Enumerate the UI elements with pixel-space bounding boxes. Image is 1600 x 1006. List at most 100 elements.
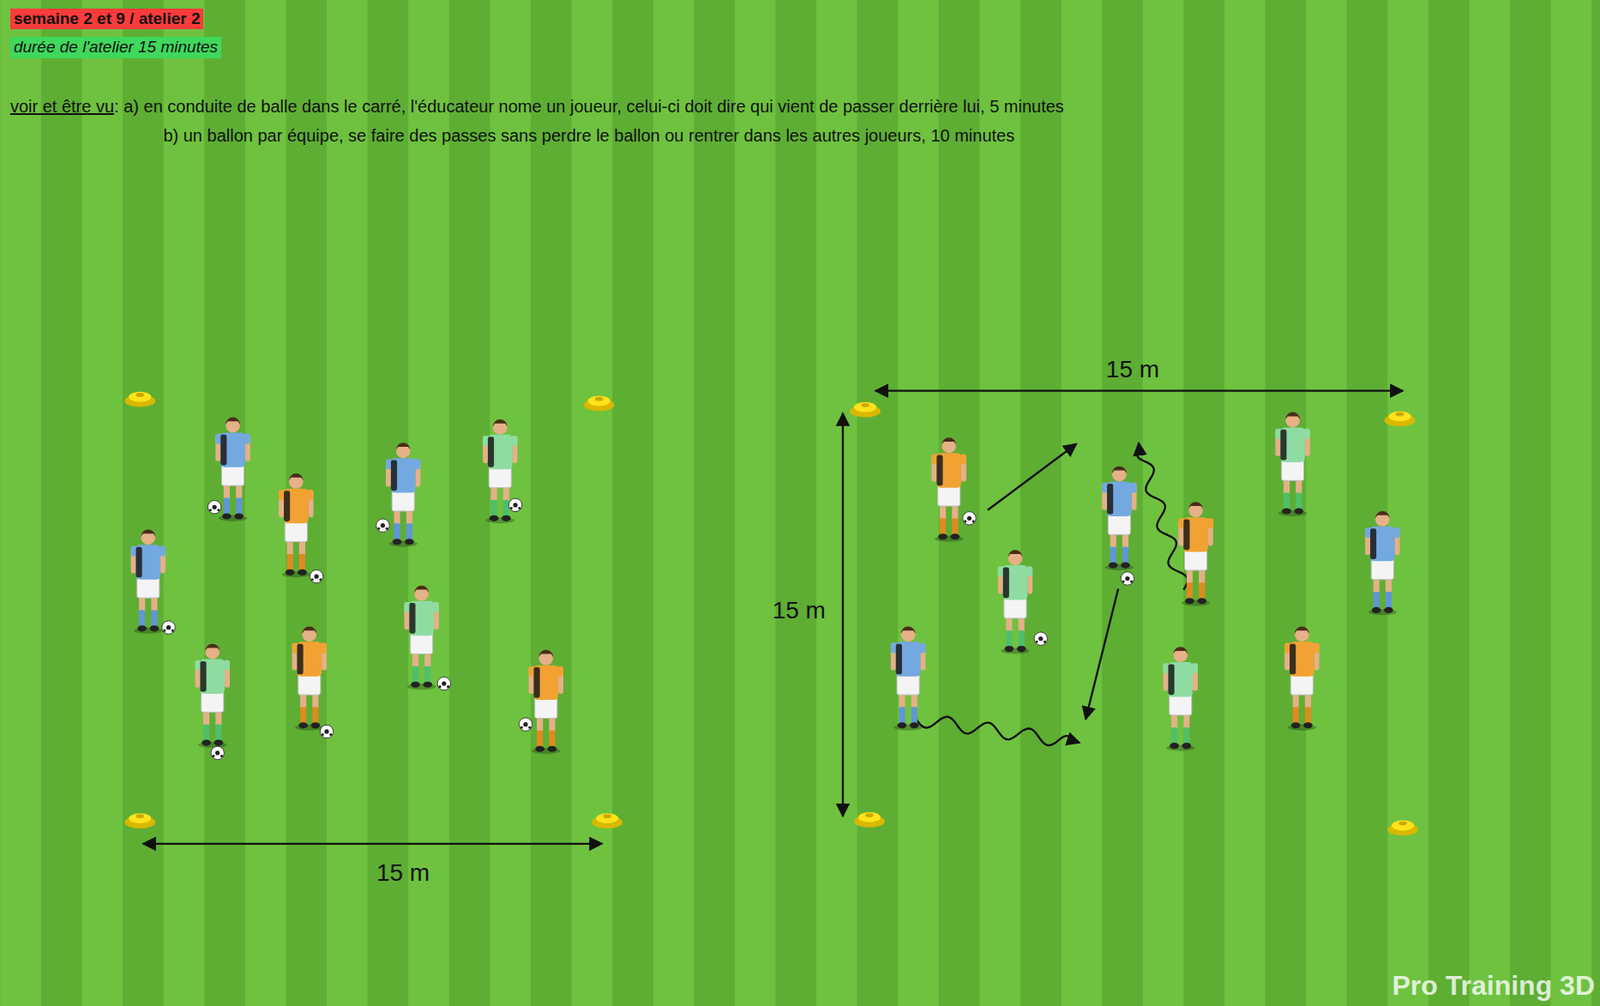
player-sock [138, 609, 145, 627]
player-sock [1385, 591, 1392, 609]
ball [309, 569, 323, 583]
ball [437, 676, 451, 690]
grass-stripe [734, 0, 776, 1006]
grass-stripe [0, 0, 42, 1006]
ball-body [518, 717, 532, 731]
player-hair [140, 529, 156, 536]
player-shirt-panel [220, 434, 227, 466]
ball-patch [211, 754, 215, 758]
player-boot [392, 538, 403, 545]
player-sock [1295, 493, 1302, 511]
player-sock [1305, 706, 1312, 724]
ball-body [319, 724, 333, 738]
player-sock [1198, 582, 1205, 600]
ball-patch [441, 680, 446, 686]
player-boot [311, 721, 321, 728]
player-shirt-panel [1106, 483, 1113, 515]
player-hair [396, 442, 411, 450]
ball-body [376, 518, 390, 532]
ball-patch [329, 733, 332, 736]
player-hair [1112, 466, 1127, 474]
player-figure [195, 643, 230, 748]
cone-top [588, 396, 611, 407]
ball [1034, 631, 1047, 645]
ball-patch [166, 625, 171, 630]
cones [124, 391, 1418, 837]
instruction-text: b) un ballon par équipe, se faire des pa… [162, 125, 1015, 146]
ball-patch [967, 516, 972, 521]
player-boot [489, 515, 500, 522]
player-sock [503, 499, 510, 518]
player-shorts [201, 691, 224, 713]
player-sock [394, 523, 401, 541]
cone-hole [865, 812, 874, 818]
grass-stripe [163, 0, 205, 1006]
ball-body [162, 620, 175, 634]
ball [207, 500, 221, 514]
player-shirt [390, 457, 416, 493]
grass-stripe [1468, 0, 1510, 1006]
ball-patch [1043, 640, 1047, 644]
player-boot [214, 739, 224, 746]
player-boot [1004, 645, 1015, 652]
player-shirt [297, 641, 323, 676]
player-figure [1163, 646, 1198, 751]
ball-patch [385, 527, 389, 530]
player-boot [422, 681, 433, 688]
player-hair [901, 625, 916, 633]
ball-body [207, 500, 221, 514]
player-figure [1178, 501, 1213, 606]
player-sock [548, 730, 555, 748]
player-shirt-panel [136, 547, 143, 578]
player-hair [1285, 412, 1300, 420]
player-shorts [221, 464, 244, 486]
player-shorts [896, 673, 920, 695]
grass-stripe [1061, 0, 1103, 1006]
player-shorts [535, 697, 558, 719]
ball [162, 620, 175, 634]
grass-stripe [326, 0, 368, 1006]
player-boot [298, 721, 308, 728]
player-shirt [136, 544, 162, 579]
ball-patch [512, 502, 518, 507]
ball-patch [1124, 576, 1130, 581]
dimension-line [842, 413, 844, 817]
player-shirt-panel [409, 602, 416, 634]
player-figure [1284, 625, 1319, 730]
player-sock [951, 517, 958, 536]
player-boot [909, 721, 920, 728]
player-sock [235, 498, 242, 516]
ball-body [309, 569, 323, 583]
player-shirt [936, 452, 962, 488]
dribble-arrow [1136, 442, 1188, 590]
cone-hole [595, 396, 604, 402]
duration-note: durée de l'atelier 15 minutes [10, 36, 222, 59]
grass-stripe [571, 0, 614, 1006]
player-shorts [284, 521, 307, 542]
ball-patch [446, 685, 450, 688]
player-shorts [1184, 549, 1208, 571]
grass-stripe [489, 0, 531, 1006]
cone-hole [860, 403, 870, 408]
pass-arrow [987, 444, 1077, 511]
player-shorts [137, 577, 160, 598]
player-boot [1120, 562, 1131, 569]
player-shirt [1280, 427, 1306, 462]
ball-patch [311, 577, 314, 581]
player-sock [312, 706, 319, 724]
player-figure [278, 473, 313, 578]
cone [124, 812, 156, 829]
player-sock [1122, 547, 1129, 565]
cone-hole [1398, 821, 1408, 826]
player-shirt-panel [936, 455, 943, 487]
player-figure [1275, 412, 1310, 517]
player-shirt [283, 488, 309, 524]
player-boot [897, 721, 908, 728]
player-sock [150, 609, 157, 627]
player-sock [424, 666, 431, 684]
cone [1387, 819, 1419, 836]
player-shirt [1003, 565, 1029, 600]
ball-patch [313, 574, 319, 579]
ball-body [962, 511, 976, 525]
player-shirt-panel [390, 460, 397, 492]
